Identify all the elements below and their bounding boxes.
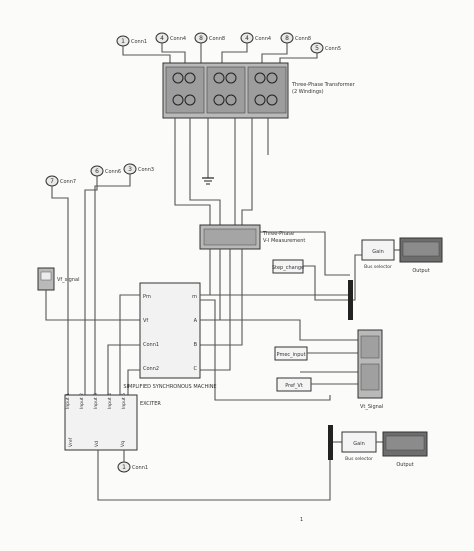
top-input-conn8a-num: 8	[199, 35, 203, 42]
top-input-conn5-label: Conn5	[325, 46, 341, 52]
selector-top-caption: Bus selector	[364, 264, 392, 270]
exciter-top-port-5: Input 5	[121, 393, 127, 409]
vi-caption-line1: Three-Phase	[262, 231, 294, 237]
left-input-conn6[interactable]: 6 Conn6	[90, 165, 121, 177]
wires-exciter-bottom	[97, 445, 331, 501]
left-input-conn3-label: Conn3	[138, 167, 154, 173]
ground-symbol	[202, 150, 214, 185]
vi-measurement-block[interactable]	[199, 224, 261, 250]
wire-scope-to-gen	[45, 290, 140, 321]
left-input-conn7-num: 7	[50, 178, 54, 185]
top-input-conn8b[interactable]: 8 Conn8	[280, 32, 311, 44]
exciter-top-port-3: Input 3	[93, 393, 99, 409]
const-step-change-label: Step_change	[272, 265, 304, 271]
display-top-label: Output	[412, 268, 429, 274]
transformer-caption-line1: Three-Phase Transformer	[291, 82, 356, 88]
left-input-conn6-num: 6	[95, 168, 99, 175]
selector-bottom-block[interactable]: Gain Bus selector	[341, 431, 377, 462]
const-pmec-input[interactable]: Pmec_input	[274, 346, 308, 361]
selector-top-bar[interactable]	[348, 280, 353, 320]
exciter-bottom-port-3: Vq	[120, 441, 126, 447]
selector-top-label: Gain	[372, 249, 384, 255]
gen-left-port-conn2: Conn2	[143, 366, 159, 372]
const-pref-vt[interactable]: Pref_Vt	[276, 377, 312, 392]
wires-left-inputs	[51, 174, 131, 395]
wires-top-inputs	[122, 43, 318, 63]
top-input-conn8a[interactable]: 8 Conn8	[194, 32, 225, 44]
wires-mux-in	[200, 319, 358, 385]
exciter-top-port-4: Input 4	[107, 393, 113, 409]
left-scope-label: Vf_signal	[57, 277, 79, 283]
transformer-block[interactable]	[162, 62, 289, 119]
top-input-conn5[interactable]: 5 Conn5	[310, 42, 341, 54]
bottom-input-label: Conn1	[132, 465, 148, 471]
exciter-top-port-2: Input 2	[79, 393, 85, 409]
top-input-conn8a-label: Conn8	[209, 36, 225, 42]
generator-block[interactable]	[139, 282, 201, 379]
wires-transformer-out	[174, 118, 269, 225]
left-input-conn3-num: 3	[128, 166, 132, 173]
left-input-conn7[interactable]: 7 Conn7	[45, 175, 76, 187]
gen-left-port-vf: Vf	[143, 318, 148, 324]
top-input-conn8b-num: 8	[285, 35, 289, 42]
top-input-conn1-label: Conn1	[131, 39, 147, 45]
bottom-input-num: 1	[122, 464, 126, 471]
mux-scope-label: Vt_Signal	[360, 404, 383, 410]
exciter-bottom-port-1: Vref	[68, 437, 74, 447]
generator-caption: SIMPLIFIED SYNCHRONOUS MACHINE	[123, 384, 216, 390]
gen-left-port-conn1: Conn1	[143, 342, 159, 348]
exciter-top-port-1: Input 1	[65, 393, 71, 409]
top-input-conn4b-num: 4	[245, 35, 249, 42]
wires-gen-left	[107, 294, 350, 401]
top-input-conn4a-num: 4	[160, 35, 164, 42]
transformer-caption-line2: (2 Windings)	[292, 89, 324, 95]
const-step-change[interactable]: Step_change	[272, 259, 304, 274]
top-input-conn4b-label: Conn4	[255, 36, 271, 42]
exciter-block[interactable]	[64, 394, 138, 451]
exciter-bottom-port-2: Vd	[94, 441, 100, 447]
gen-right-port-a: A	[194, 318, 198, 324]
top-input-conn4a-label: Conn4	[170, 36, 186, 42]
mux-scope-block[interactable]	[357, 329, 383, 399]
const-pmec-label: Pmec_input	[276, 352, 305, 358]
top-input-conn5-num: 5	[315, 45, 319, 52]
top-input-conn1[interactable]: 1 Conn1	[116, 35, 147, 47]
selector-bottom-bar[interactable]	[328, 425, 333, 460]
left-scope-block[interactable]	[37, 267, 55, 291]
bottom-input-conn1[interactable]: 1 Conn1	[117, 461, 148, 473]
top-input-conn4a[interactable]: 4 Conn4	[155, 32, 186, 44]
exciter-caption: EXCITER	[140, 401, 161, 407]
left-input-conn7-label: Conn7	[60, 179, 76, 185]
display-bottom-label: Output	[396, 462, 413, 468]
top-input-conn8b-label: Conn8	[295, 36, 311, 42]
vi-caption-line2: V-I Measurement	[263, 238, 305, 244]
top-input-conn4b[interactable]: 4 Conn4	[240, 32, 271, 44]
gen-left-port-pm: Pm	[143, 294, 151, 300]
top-input-conn1-num: 1	[121, 38, 125, 45]
gen-right-port-b: B	[194, 342, 198, 348]
selector-bottom-label: Gain	[353, 441, 365, 447]
gen-right-port-c: C	[194, 366, 198, 372]
gen-right-port-m: m	[192, 294, 197, 300]
left-input-conn6-label: Conn6	[105, 169, 121, 175]
display-bottom-block[interactable]: Output	[382, 431, 428, 468]
const-pref-label: Pref_Vt	[285, 383, 303, 389]
wire-step-change	[303, 265, 350, 301]
selector-top-block[interactable]: Gain Bus selector	[361, 239, 395, 270]
selector-bottom-caption: Bus selector	[345, 456, 373, 462]
display-top-block[interactable]: Output	[399, 237, 443, 274]
wire-selector-top	[353, 254, 362, 301]
left-input-conn3[interactable]: 3 Conn3	[123, 163, 154, 175]
footer-mark: 1	[300, 517, 303, 523]
